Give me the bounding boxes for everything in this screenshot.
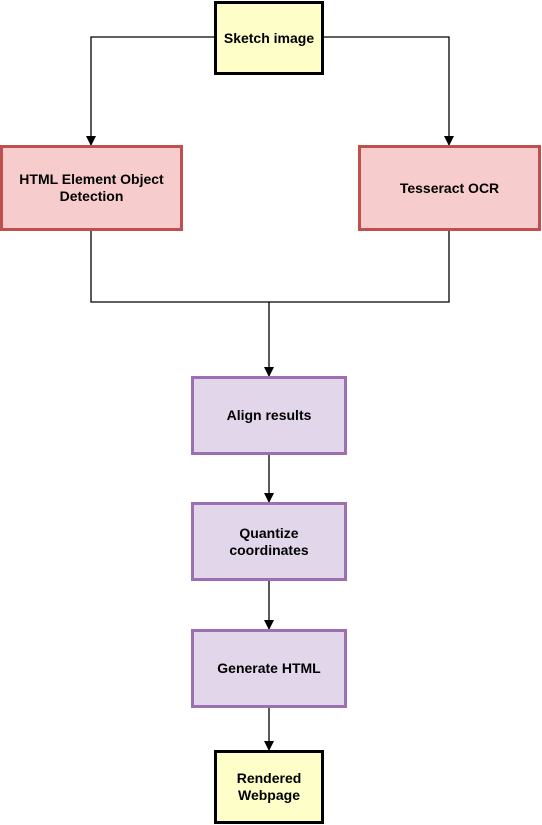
edge-sketch-to-ocr: [324, 36, 454, 146]
node-align-results: Align results: [191, 376, 347, 455]
node-rendered-webpage: Rendered Webpage: [214, 750, 324, 824]
node-generate-html: Generate HTML: [191, 629, 347, 708]
edge-sketch-to-detection: [86, 36, 214, 146]
edge-detection-to-merge: [90, 230, 269, 303]
node-tesseract-ocr: Tesseract OCR: [358, 145, 541, 231]
edge-ocr-to-merge: [269, 230, 450, 303]
node-sketch-image: Sketch image: [214, 1, 324, 75]
node-quantize-coordinates: Quantize coordinates: [191, 502, 347, 581]
node-object-detection: HTML Element Object Detection: [0, 145, 183, 231]
